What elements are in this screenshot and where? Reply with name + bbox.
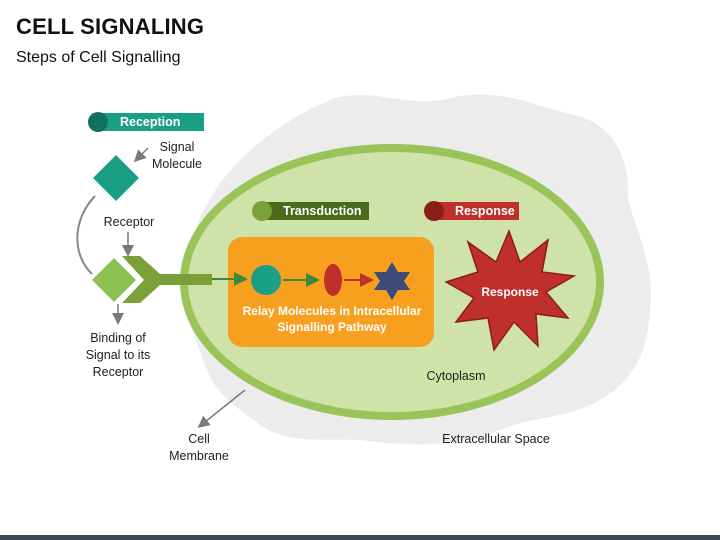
bottom-bar (0, 535, 720, 540)
relay-line2: Signalling Pathway (277, 320, 387, 334)
cell-membrane-line1: Cell (188, 432, 210, 446)
transduction-tag-label: Transduction (283, 204, 362, 218)
response-tag-dot (424, 201, 444, 221)
receptor-y (122, 256, 160, 303)
bound-signal-diamond (92, 258, 136, 302)
binding-line1: Binding of (90, 331, 146, 345)
relay-oval-molecule (324, 264, 342, 296)
binding-label: Binding of Signal to its Receptor (78, 330, 158, 381)
signal-binding-curve (76, 195, 96, 275)
pointer-signal-molecule (133, 147, 149, 163)
signal-molecule-label: Signal Molecule (146, 139, 208, 173)
page-title: CELL SIGNALING (16, 14, 205, 39)
cell-membrane-label: Cell Membrane (162, 431, 236, 465)
transduction-tag-bar (264, 202, 369, 220)
receptor-label: Receptor (103, 215, 155, 229)
receptor-stem (150, 274, 212, 285)
relay-line1: Relay Molecules in Intracellular (242, 304, 422, 318)
signal-molecule-line2: Molecule (151, 157, 203, 171)
response-star-label: Response (481, 285, 539, 299)
relay-star-molecule (374, 262, 410, 300)
response-tag-label: Response (455, 204, 515, 218)
response-starburst (444, 228, 577, 352)
signal-molecule-line1: Signal (159, 140, 195, 154)
binding-line3: Receptor (92, 365, 144, 379)
signal-molecule-diamond (93, 155, 139, 201)
page-subtitle: Steps of Cell Signalling (16, 49, 181, 66)
relay-molecules-label: Relay Molecules in Intracellular Signall… (230, 303, 434, 335)
relay-circle-molecule (251, 265, 281, 295)
transduction-tag-dot (252, 201, 272, 221)
cell-membrane-line2: Membrane (169, 449, 229, 463)
pointer-cell-membrane (197, 389, 246, 428)
reception-tag-label: Reception (120, 115, 181, 129)
extracellular-space-label: Extracellular Space (442, 432, 550, 446)
reception-tag-bar (100, 113, 204, 131)
reception-tag-dot (88, 112, 108, 132)
cytoplasm-label: Cytoplasm (426, 369, 486, 383)
response-tag-bar (436, 202, 519, 220)
binding-line2: Signal to its (85, 348, 151, 362)
